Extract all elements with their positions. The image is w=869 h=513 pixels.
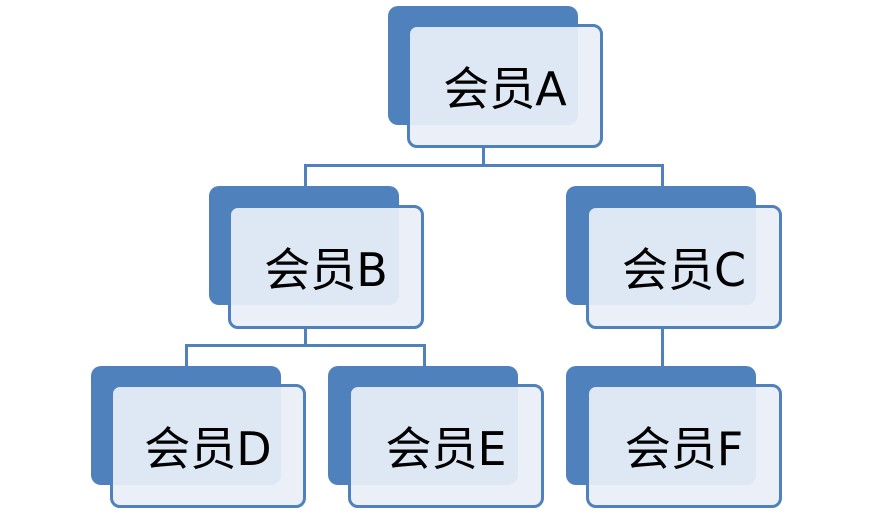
node-d: 会员D [110,384,306,508]
node-b-label: 会员B [264,243,388,297]
node-e-label: 会员E [385,422,507,476]
node-f-label: 会员F [624,422,744,476]
node-a: 会员A [407,24,603,148]
node-a-label: 会员A [443,62,567,116]
node-d-label: 会员D [144,422,272,476]
connector-to-e [423,344,426,368]
node-b: 会员B [228,205,424,329]
connector-to-b [304,164,307,188]
connector-b-bar [185,344,426,347]
connector-a-bar [304,164,664,167]
connector-to-d [185,344,188,368]
node-e: 会员E [348,384,544,508]
connector-c-to-f [661,328,664,386]
connector-to-c [661,164,664,188]
connector-a-stem [482,148,485,166]
node-f: 会员F [586,384,782,508]
node-c: 会员C [586,205,782,329]
connector-b-stem [304,328,307,346]
node-c-label: 会员C [621,243,747,297]
